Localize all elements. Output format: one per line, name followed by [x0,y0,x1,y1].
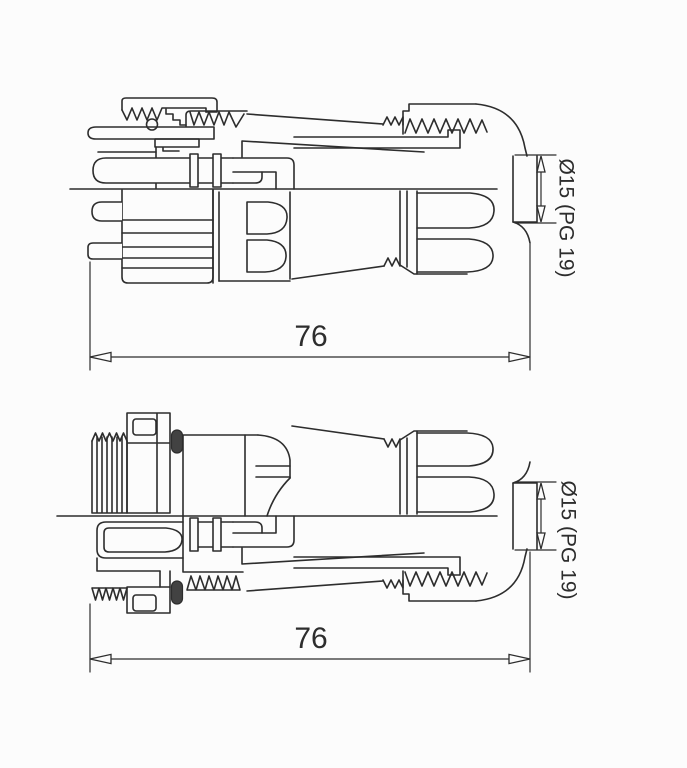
socket-connector-view: 76 Ø15 (PG 19) [56,412,580,673]
shell-serration-teeth [186,575,241,591]
ribbed-plug-body [87,189,214,284]
arrowhead-right [508,653,531,665]
shell-rounded-corner [257,434,291,479]
length-dimension-label: 76 [294,622,327,655]
coupling-groove-slot [246,239,287,273]
diameter-dimension-label: Ø15 (PG 19) [557,480,580,599]
plug-connector-view: 76 Ø15 (PG 19) [69,97,578,371]
contact-rod-front [92,157,196,184]
length-dimension-top: 76 [89,243,531,371]
clamp-jaw-lower [185,110,248,127]
contact-pin [87,242,122,260]
sleeve-outline [96,521,184,559]
coupling-ring-grooves [212,189,291,284]
thread-crest-zigzag [91,432,128,442]
sleeve-step [96,557,161,572]
jaw-step-link [165,108,187,126]
flange-edges [159,570,171,588]
plug-body-ribs [121,219,214,269]
thread-lines [91,436,128,514]
pivot-pin [145,118,159,131]
plug-body-outline [121,189,214,284]
rear-thread-teeth [91,587,128,601]
latch-step-block [154,138,200,152]
length-dimension-bottom: 76 [89,551,531,673]
rear-flange-block [126,586,171,614]
o-ring-seal [170,580,184,605]
coupling-groove-slot [246,201,288,235]
female-contact-sleeve [91,521,184,601]
arrowhead-left [89,351,112,363]
mating-funnel-chamfer [266,477,291,517]
clamp-jaw-upper-teeth [121,107,207,121]
mounting-thread-section [91,432,128,514]
clamp-jaw-upper [121,97,218,113]
nut-notch [132,418,157,436]
shell-flute-bars [255,465,291,478]
front-body-block [126,412,171,514]
nut-notch [132,594,157,612]
diameter-dimension-label: Ø15 (PG 19) [555,158,578,277]
length-dimension-label: 76 [294,320,327,353]
sleeve-slot [103,527,183,553]
latch-spring-bar [87,126,215,140]
panel-nut-blocks [126,412,171,614]
contact-pin [91,201,122,222]
o-ring-seal [170,429,184,454]
rear-gland-assembly [189,103,557,280]
arrowhead-left [89,653,112,665]
shell-lower-wall [182,515,244,573]
coupling-edges [212,189,220,284]
shell-top-edge [182,434,259,517]
socket-shell [182,434,291,591]
clamp-jaw-lower-teeth [189,111,245,128]
arrowhead-right [508,351,531,363]
